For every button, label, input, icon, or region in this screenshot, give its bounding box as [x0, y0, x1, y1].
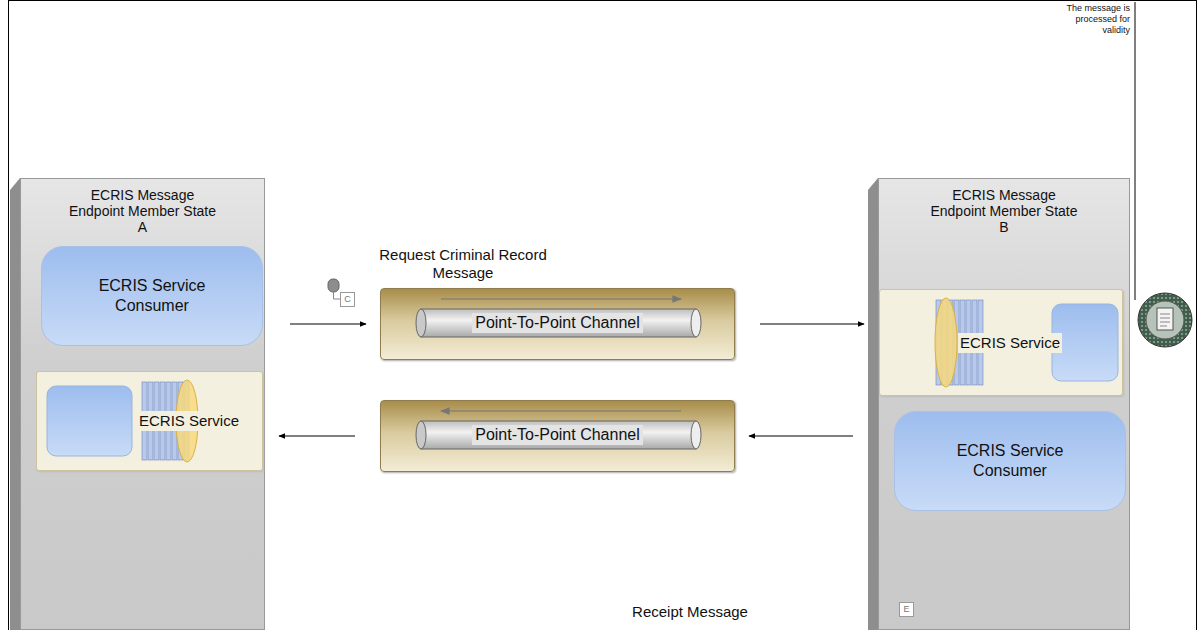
pipe-end: [691, 421, 701, 449]
pipe-end: [691, 309, 701, 337]
pipe: [421, 421, 696, 449]
validity-icon: [1138, 293, 1192, 347]
channel-box: Point-To-Point Channel: [380, 400, 735, 472]
label-slot: C: [340, 292, 355, 307]
message-endpoint: ECRIS Message Endpoint Member State A ECR…: [20, 178, 265, 630]
service-component: ECRIS Service: [879, 289, 1123, 396]
endpoint-title: ECRIS Message Endpoint Member State A: [68, 187, 218, 235]
annotation: Request Criminal Record Message: [368, 246, 558, 282]
pipe: [421, 309, 696, 337]
message-arrow: [760, 324, 864, 325]
message-endpoint: ECRIS Message Endpoint Member State B ECR…: [878, 178, 1130, 630]
label-slot: The message is processed for validity: [1058, 3, 1130, 36]
leader-line: [1135, 2, 1136, 300]
message-arrow: [290, 324, 366, 325]
bevel: [10, 178, 20, 630]
node-label: Point-To-Point Channel: [472, 313, 643, 333]
callout-letter: C: [340, 292, 355, 307]
label-slot: Receipt Message: [610, 603, 770, 621]
callout-letter: E: [899, 602, 914, 617]
service-block: [47, 386, 132, 456]
endpoint-title: ECRIS Message Endpoint Member State B: [929, 187, 1079, 235]
pipe-end: [416, 421, 426, 449]
decor: [879, 179, 1129, 629]
node-label: ECRIS Service: [137, 411, 241, 431]
pipe-end: [416, 309, 426, 337]
node-label: ECRIS Service Consumer: [82, 276, 222, 316]
decor: [42, 247, 262, 345]
annotation: The message is processed for validity: [1058, 3, 1130, 36]
service-consumer: ECRIS Service Consumer: [894, 411, 1126, 511]
node-label: Point-To-Point Channel: [472, 425, 643, 445]
flow-arrow: [441, 410, 681, 411]
label-slot: E: [899, 602, 914, 617]
node-label: ECRIS Service Consumer: [940, 441, 1080, 481]
message-arrow: [749, 436, 853, 437]
frame: [9, 1, 1197, 630]
interface-ring: [935, 298, 957, 387]
service-component: ECRIS Service: [36, 371, 263, 471]
message-arrow: [279, 436, 355, 437]
decor: [895, 412, 1125, 510]
annotation: Receipt Message: [610, 603, 770, 621]
node-label: ECRIS Service: [958, 333, 1062, 353]
service-consumer: ECRIS Service Consumer: [41, 246, 263, 346]
callout-pin: [328, 279, 340, 299]
flow-arrow: [441, 298, 681, 299]
channel-box: Point-To-Point Channel: [380, 288, 735, 360]
bevel: [868, 178, 878, 630]
label-slot: Request Criminal Record Message: [368, 246, 558, 282]
